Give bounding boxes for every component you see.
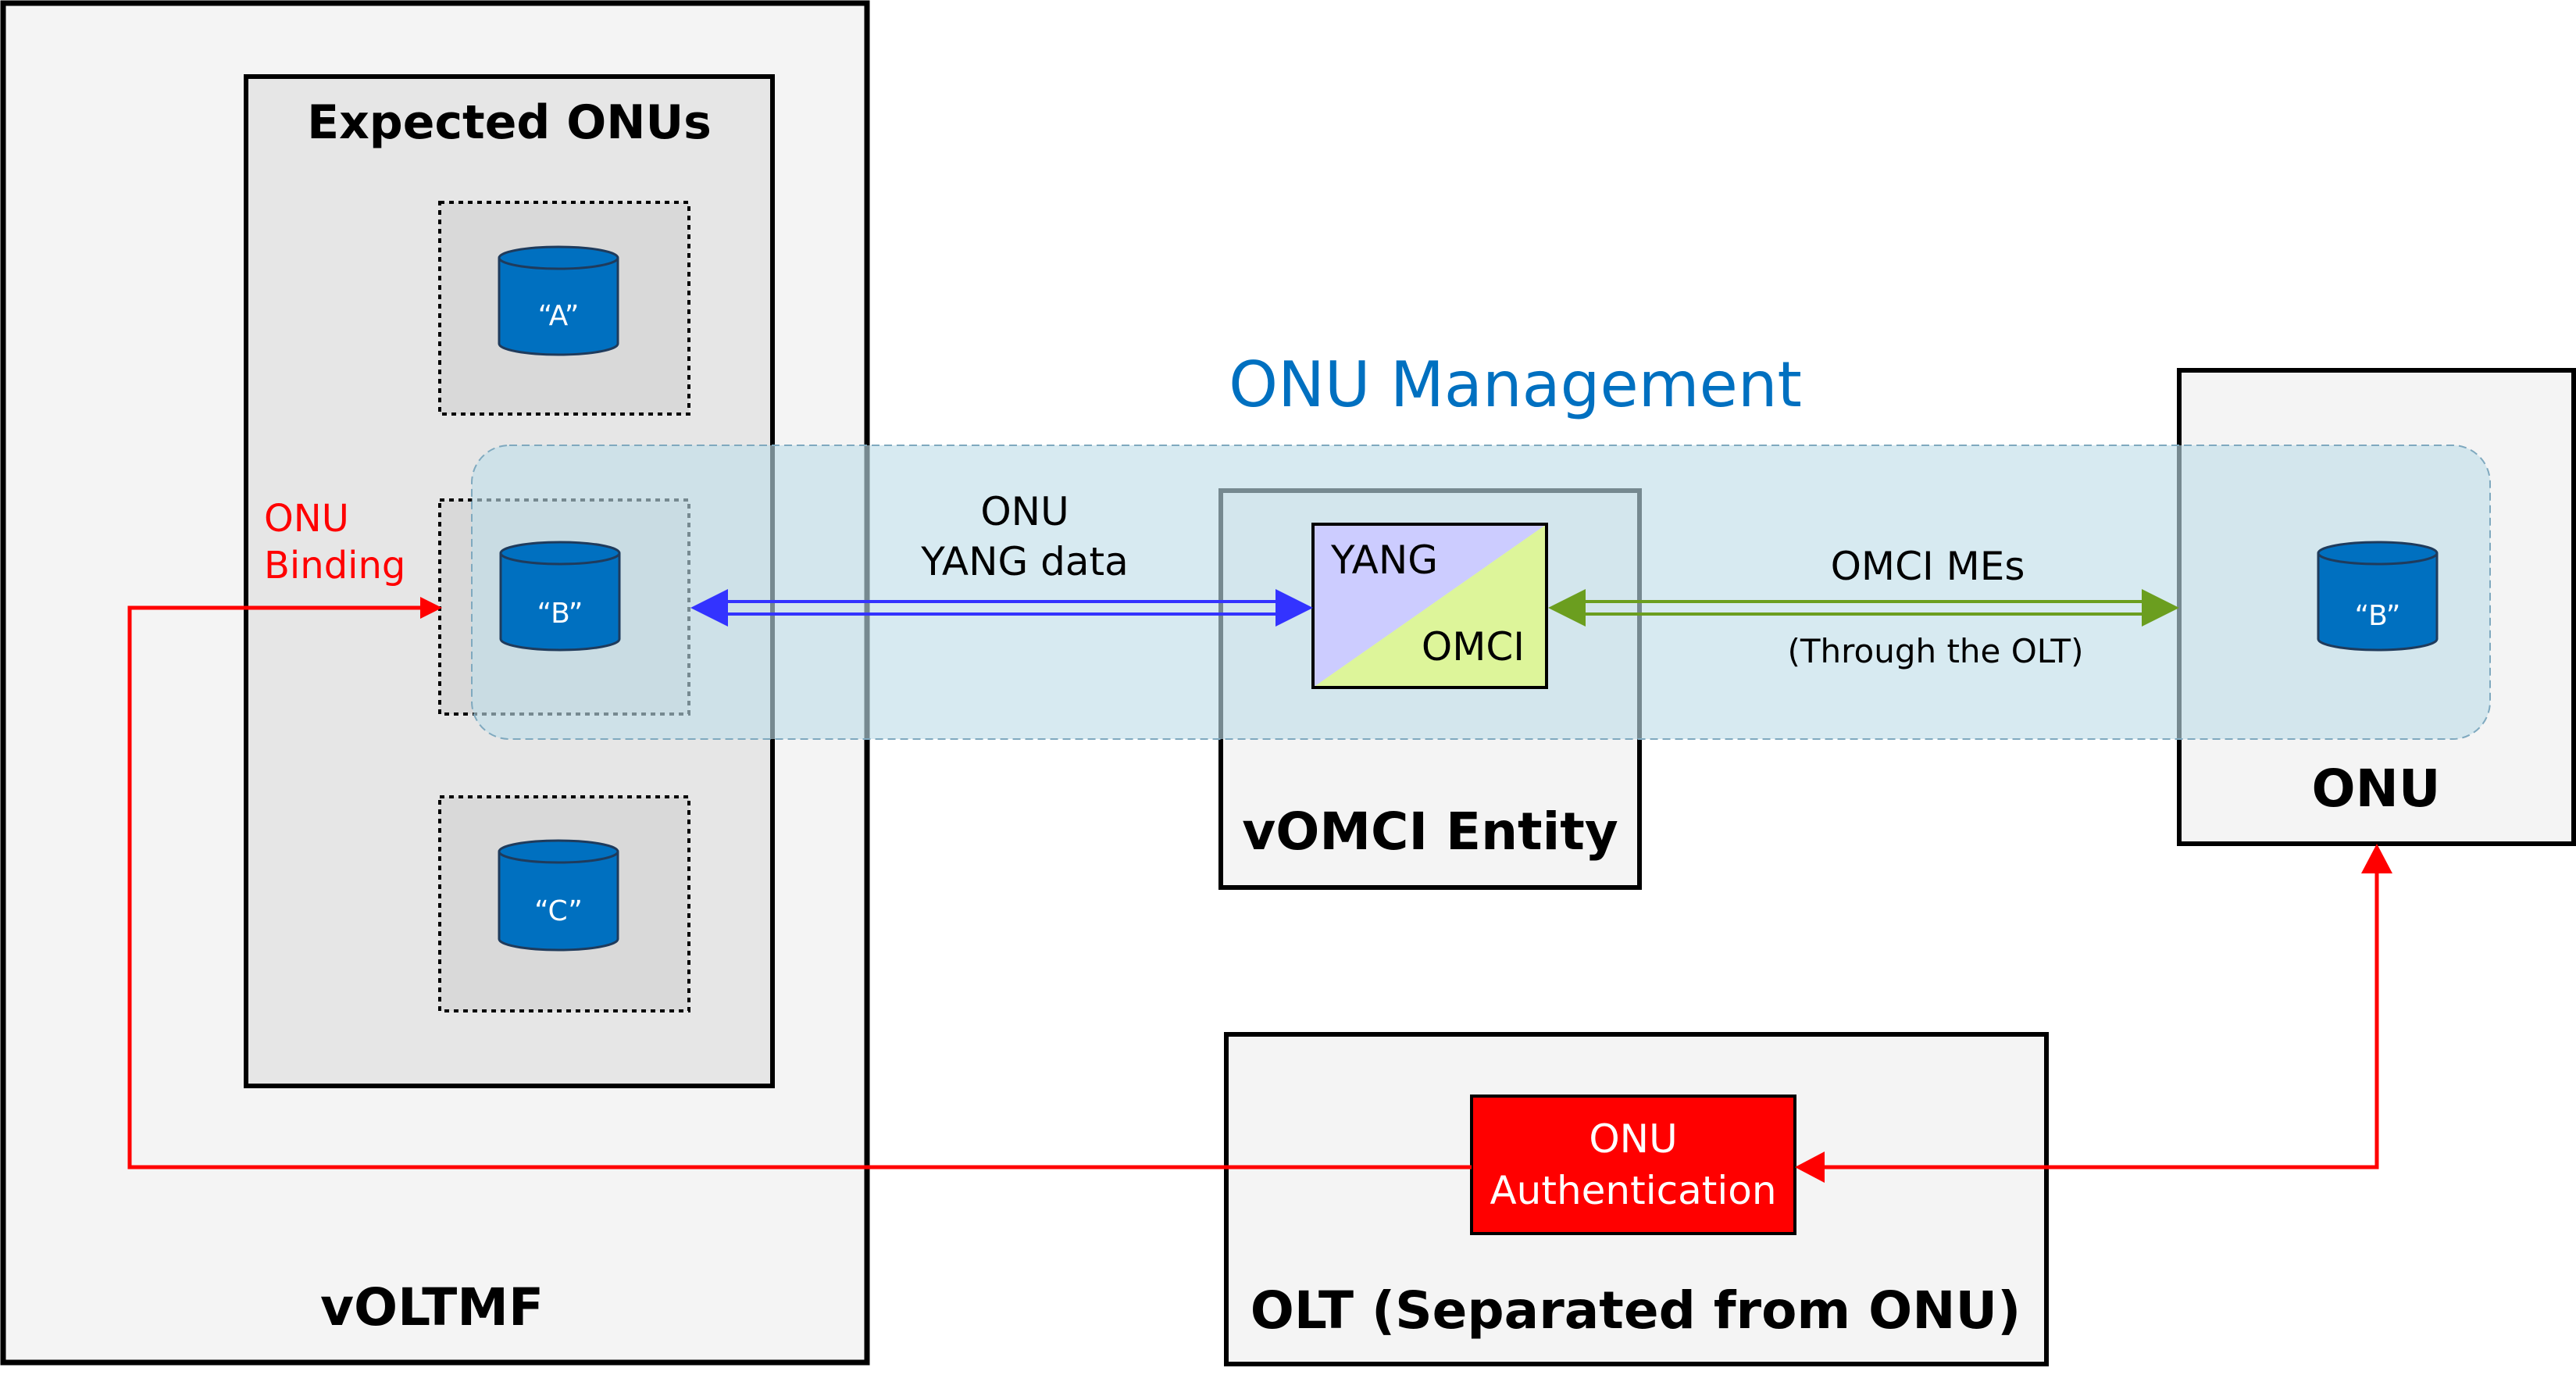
onu-binding-label-line1: ONU: [264, 497, 349, 541]
yang-data-label-line1: ONU: [980, 489, 1069, 534]
database-icon-c: “C”: [498, 839, 619, 952]
yang-data-label-line2: YANG data: [920, 539, 1129, 584]
authentication-flow-lines: [127, 597, 2392, 1183]
onu-authentication-line1: ONU: [1589, 1116, 1677, 1162]
olt-label: OLT (Separated from ONU): [1251, 1280, 2021, 1341]
voltmf-label: vOLTMF: [320, 1277, 544, 1337]
vomci-entity-label: vOMCI Entity: [1242, 802, 1618, 862]
onu-authentication-box: [1470, 1095, 1796, 1235]
onu-database-icon: “B”: [2317, 541, 2439, 652]
onu-binding-label-line2: Binding: [264, 544, 405, 587]
yang-omci-translator: YANG OMCI: [1311, 523, 1548, 689]
onu-authentication-line2: Authentication: [1490, 1168, 1776, 1213]
onu-management-title: ONU Management: [1229, 348, 1802, 421]
onu-database-label: “B”: [2355, 600, 2401, 632]
omci-mes-label: OMCI MEs: [1831, 544, 2025, 589]
through-olt-label: (Through the OLT): [1788, 632, 2084, 670]
database-label-c: “C”: [534, 895, 583, 927]
database-icon-b: “B”: [499, 541, 621, 652]
omci-label: OMCI: [1422, 624, 1525, 670]
yang-data-arrow: [690, 589, 1313, 627]
omci-arrow: [1548, 589, 2179, 627]
yang-label: YANG: [1330, 537, 1438, 583]
database-label-b: “B”: [537, 598, 583, 630]
onu-label: ONU: [2312, 759, 2441, 819]
expected-onus-title: Expected ONUs: [307, 95, 712, 150]
database-icon-a: “A”: [498, 245, 619, 356]
database-label-a: “A”: [538, 300, 580, 332]
